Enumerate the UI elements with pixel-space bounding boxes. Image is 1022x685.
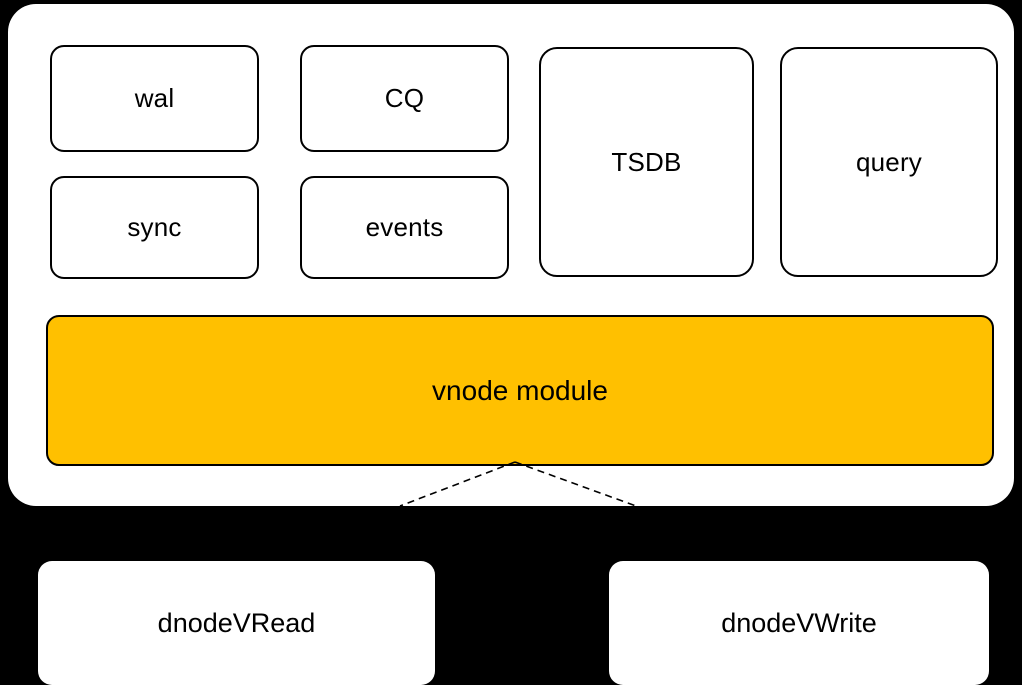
module-box-wal[interactable]: wal: [50, 45, 259, 152]
module-box-tsdb[interactable]: TSDB: [539, 47, 754, 277]
dnode-box-dnodevwrite[interactable]: dnodeVWrite: [609, 561, 989, 685]
module-label-sync: sync: [127, 212, 182, 242]
module-box-query[interactable]: query: [780, 47, 998, 277]
dnode-box-dnodevread[interactable]: dnodeVRead: [38, 561, 435, 685]
vnode-panel: wal CQ sync events TSDB query vnode modu…: [8, 4, 1014, 506]
module-box-cq[interactable]: CQ: [300, 45, 509, 152]
vnode-module-label: vnode module: [432, 374, 608, 406]
diagram-canvas: wal CQ sync events TSDB query vnode modu…: [8, 4, 1014, 685]
module-label-query: query: [855, 146, 923, 177]
dnode-label-dnodevwrite: dnodeVWrite: [721, 607, 877, 638]
module-label-wal: wal: [134, 83, 175, 113]
module-label-tsdb: TSDB: [611, 146, 682, 177]
module-box-events[interactable]: events: [300, 176, 509, 279]
module-label-cq: CQ: [384, 83, 425, 113]
dnode-label-dnodevread: dnodeVRead: [157, 607, 316, 638]
vnode-module-bar[interactable]: vnode module: [46, 315, 994, 466]
module-box-sync[interactable]: sync: [50, 176, 259, 279]
module-label-events: events: [365, 212, 444, 242]
